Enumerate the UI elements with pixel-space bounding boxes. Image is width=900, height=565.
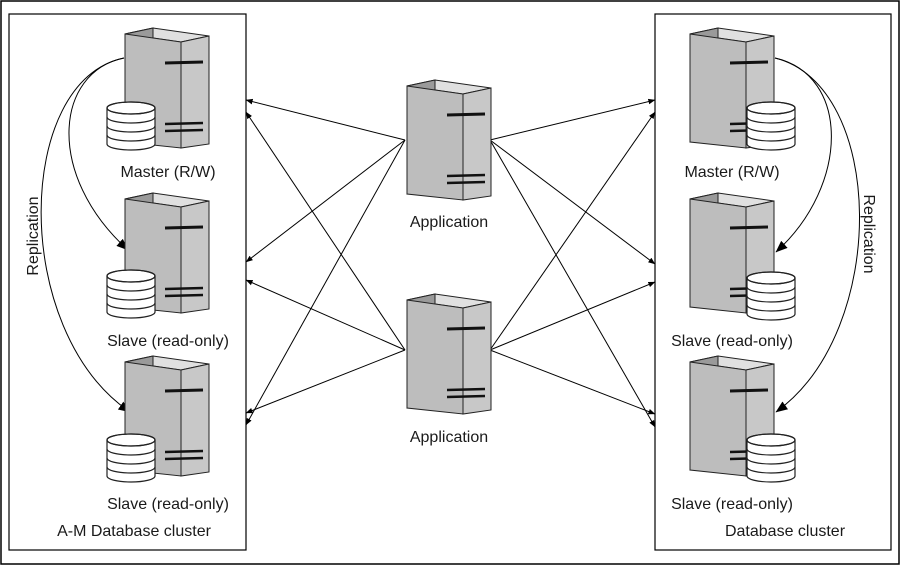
arrow-app1-left-master — [245, 98, 406, 141]
left-replication-curve-slave1 — [68, 57, 129, 251]
connection-arrows — [245, 98, 656, 428]
arrow-app1-left-slave2 — [245, 139, 406, 426]
replication-curves — [40, 57, 860, 413]
right-slave1-node: Slave (read-only) — [671, 191, 796, 350]
database-cylinder-icon — [746, 433, 796, 483]
left-master-node: Master (R/W) — [106, 26, 216, 181]
right-slave1-label: Slave (read-only) — [671, 333, 793, 350]
database-cylinder-icon — [746, 271, 796, 321]
application-label-1: Application — [410, 214, 488, 231]
database-cylinder-icon — [106, 269, 156, 319]
left-slave1-label: Slave (read-only) — [107, 333, 229, 350]
right-replication-curve-slave2 — [774, 57, 860, 413]
server-tower-icon — [405, 78, 493, 202]
right-master-node: Master (R/W) — [684, 26, 796, 181]
database-cylinder-icon — [106, 101, 156, 151]
right-slave2-label: Slave (read-only) — [671, 496, 793, 513]
right-slave2-node: Slave (read-only) — [671, 354, 796, 513]
arrow-app1-left-slave1 — [245, 139, 406, 263]
server-tower-icon — [405, 292, 493, 416]
right-cluster-title: Database cluster — [725, 523, 846, 540]
arrow-app2-left-master — [245, 111, 406, 351]
application-label-2: Application — [410, 429, 488, 446]
arrow-app1-right-slave2 — [489, 139, 656, 428]
left-master-label: Master (R/W) — [120, 164, 215, 181]
application-node-2: Application — [405, 292, 493, 446]
left-cluster-title: A-M Database cluster — [57, 523, 212, 540]
arrow-app2-right-slave2 — [489, 349, 656, 415]
left-slave1-node: Slave (read-only) — [106, 191, 229, 350]
arrow-app2-left-slave1 — [245, 279, 406, 351]
left-replication-label: Replication — [25, 196, 42, 275]
arrow-app2-right-slave1 — [489, 281, 656, 351]
arrow-app2-left-slave2 — [245, 349, 406, 414]
database-cylinder-icon — [746, 101, 796, 151]
application-node-1: Application — [405, 78, 493, 231]
left-slave2-label: Slave (read-only) — [107, 496, 229, 513]
arrow-app1-right-slave1 — [489, 139, 656, 265]
left-slave2-node: Slave (read-only) — [106, 354, 229, 513]
right-replication-label: Replication — [860, 194, 877, 273]
arrow-app1-right-master — [489, 98, 656, 141]
right-master-label: Master (R/W) — [684, 164, 779, 181]
arrow-app2-right-master — [489, 111, 656, 351]
database-cylinder-icon — [106, 433, 156, 483]
left-replication-curve-slave2 — [40, 57, 131, 413]
